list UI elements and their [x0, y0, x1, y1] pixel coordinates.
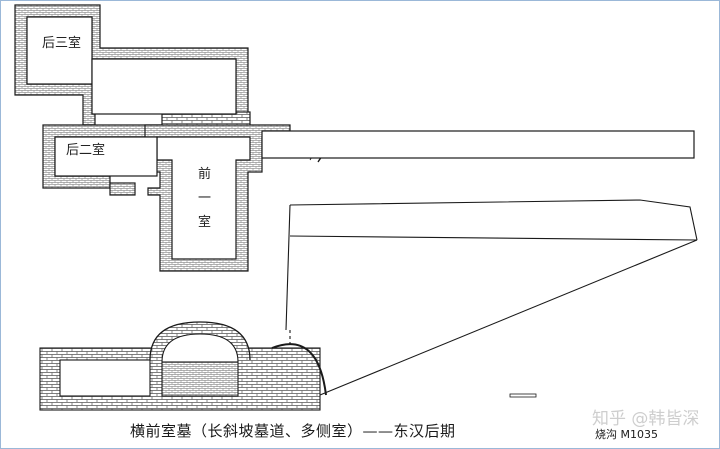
label-rear-chamber-3: 后三室 — [42, 35, 81, 51]
scale-bar — [509, 393, 537, 398]
rear-3-corridor-floor — [91, 58, 237, 115]
ramp-section-line — [289, 235, 698, 241]
watermark: 知乎 @韩皆深 — [592, 409, 700, 429]
label-rear-chamber-2: 后二室 — [66, 142, 105, 158]
section-view — [39, 199, 698, 411]
vault-inner — [161, 333, 239, 363]
front-chamber-floor — [156, 136, 251, 260]
label-front-chamber-2: 一 — [198, 191, 211, 206]
section-chamber-void — [59, 359, 151, 397]
source-label: 烧沟 M1035 — [595, 428, 658, 441]
floor-plan — [14, 4, 695, 272]
ramp-left-edge — [285, 204, 291, 331]
label-front-chamber-1: 前 — [198, 166, 211, 182]
rear-chamber-3-floor — [26, 16, 93, 85]
side-niche — [109, 182, 136, 196]
rear-chamber-2-floor — [54, 136, 158, 177]
entrance-arch — [271, 343, 327, 396]
label-front-chamber-3: 室 — [198, 214, 211, 230]
ramp-section-top — [289, 199, 698, 241]
ramp-section-bottom — [319, 239, 698, 396]
sloping-ramp-plan — [261, 130, 695, 159]
vault-body — [161, 361, 239, 397]
caption: 横前室墓（长斜坡墓道、多侧室）——东汉后期 — [130, 422, 456, 440]
